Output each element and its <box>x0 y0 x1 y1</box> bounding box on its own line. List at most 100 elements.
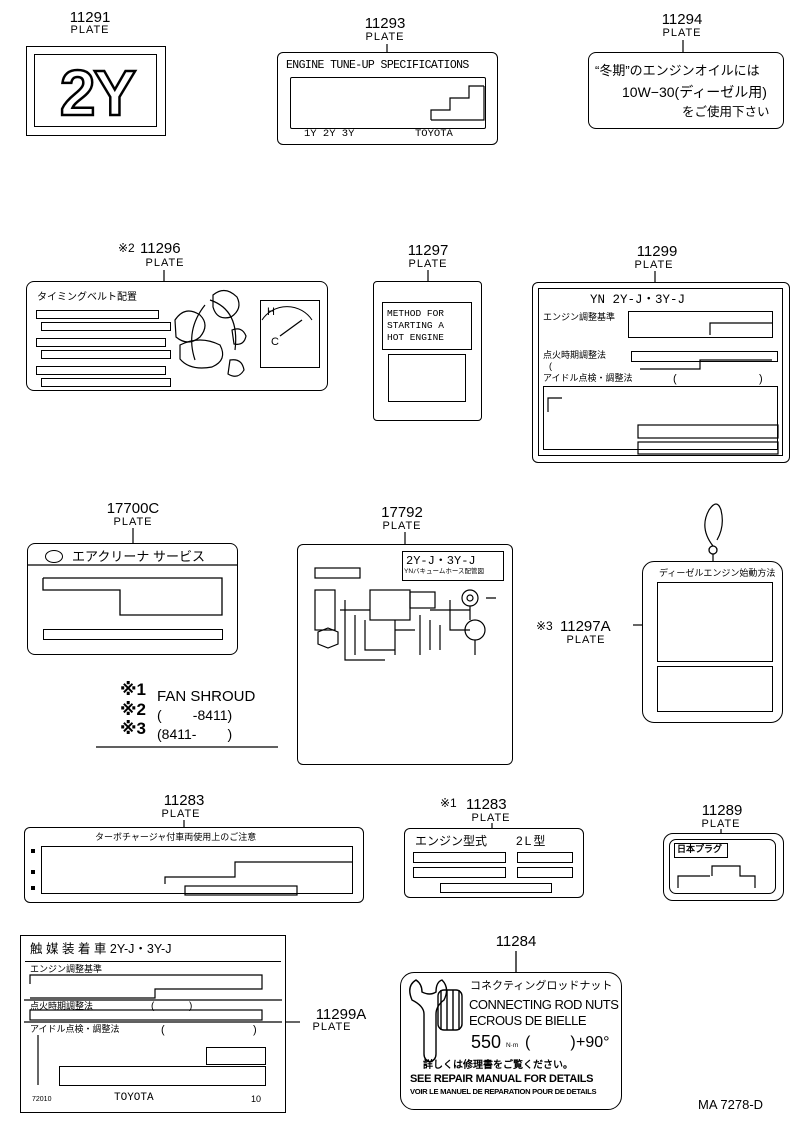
plate-11299-step-1 <box>709 322 772 335</box>
plate-11299A-row3-box-2 <box>59 1066 266 1086</box>
plate-11299-row3-paren-open: ( <box>673 373 677 385</box>
plate-17792-subtitle: YNバキュームホース配管図 <box>404 568 485 575</box>
plate-11296-gauge-arc <box>261 306 313 321</box>
plate-17792-title: 2Y-J・3Y-J <box>406 554 476 568</box>
plate-11299A-row2-box <box>29 1009 263 1021</box>
plate-11296-bar-3 <box>36 338 166 347</box>
plate-11297-blank-panel <box>388 354 466 402</box>
plate-11299A-row2: 点火時期調整法 <box>30 1001 94 1011</box>
part-number-11299: 11299 <box>636 243 678 260</box>
plate-11296-gauge-needle <box>279 319 303 337</box>
part-label-11296: PLATE <box>145 257 185 269</box>
plate-11299-row2: 点火時期調整法 <box>543 350 607 360</box>
plate-11283-a-step <box>164 861 352 884</box>
plate-11296-belt-drawing <box>174 289 247 377</box>
plate-11297-line1: METHOD FOR <box>387 308 445 319</box>
plate-11283-b-box-2 <box>517 852 573 863</box>
plate-11299A-row1: エンジン調整基準 <box>30 964 103 974</box>
plate-11294-line1: “冬期”のエンジンオイルには <box>595 63 760 78</box>
plate-11284-paren: ( ) <box>525 1034 576 1051</box>
plate-11299A-row1-box <box>29 974 263 999</box>
part-label-11283-b: PLATE <box>471 812 511 824</box>
plate-11299-row2-paren-open: ( <box>549 361 552 371</box>
part-label-11283-a: PLATE <box>161 808 201 820</box>
plate-17700C-logo-icon <box>45 550 63 563</box>
plate-11299-row3: アイドル点検・調整法 <box>543 373 633 383</box>
plate-17700C-bar <box>43 629 223 640</box>
plate-11297: METHOD FOR STARTING A HOT ENGINE <box>373 281 482 421</box>
plate-11291: 2Y <box>26 46 166 136</box>
part-label-11297A: PLATE <box>566 634 606 646</box>
plate-11296: タイミングベルト配置 H C <box>26 281 328 391</box>
plate-11294-line3: をご使用下さい <box>682 105 770 119</box>
plate-11299-step-4 <box>637 424 779 439</box>
part-number-11294: 11294 <box>661 11 703 28</box>
plate-11297A-grommet <box>708 545 718 555</box>
plate-11291-inner <box>34 54 157 127</box>
part-number-11293: 11293 <box>364 15 406 32</box>
part-label-11291: PLATE <box>70 24 110 36</box>
part-number-17792: 17792 <box>381 504 423 521</box>
plate-11294-line2: 10W−30(ディーゼル用) <box>622 84 767 100</box>
drawing-code: MA 7278-D <box>698 1097 764 1112</box>
plate-11299-row1-box <box>628 311 773 338</box>
part-label-11294: PLATE <box>662 27 702 39</box>
part-number-11283-a: 11283 <box>163 792 205 809</box>
plate-11299A-row3-paren-open: ( <box>161 1024 165 1036</box>
part-number-11297A: 11297A <box>560 618 611 635</box>
ref-mark-11297A: ※3 <box>536 619 553 633</box>
plate-11289-title: 日本プラグ <box>677 844 723 854</box>
plate-11284: コネクティングロッドナット CONNECTING ROD NUTS ECROUS… <box>400 972 622 1110</box>
plate-11299A-rev: 10 <box>251 1094 262 1104</box>
plate-17792: 2Y-J・3Y-J YNバキュームホース配管図 <box>297 544 513 765</box>
plate-11297A: ディーゼルエンジン始動方法 <box>642 561 783 723</box>
part-label-11297: PLATE <box>408 258 448 270</box>
plate-11284-note-jp: 詳しくは修理書をご覧ください。 <box>423 1060 573 1071</box>
part-label-11289: PLATE <box>701 818 741 830</box>
plate-11297-line2: STARTING A <box>387 320 445 331</box>
plate-11299-title: YN 2Y-J・3Y-J <box>590 293 686 307</box>
plate-11299-row3-paren-close: ) <box>759 373 763 385</box>
plate-11293-stair-chart-frame <box>431 86 485 121</box>
plate-11299A-code: 72010 <box>32 1096 52 1103</box>
plate-11284-jp: コネクティングロッドナット <box>470 980 613 992</box>
note-2-mark: ※2 <box>120 700 146 719</box>
part-number-11283-b: 11283 <box>466 796 507 813</box>
part-number-11289: 11289 <box>701 802 743 819</box>
plate-11284-torque: 550 <box>471 1032 502 1052</box>
plate-11299-step-2 <box>640 359 772 370</box>
part-number-11284: 11284 <box>495 933 537 950</box>
part-number-17700C: 17700C <box>106 500 160 517</box>
plate-11283-b-model: 2L型 <box>516 834 548 848</box>
part-label-11299: PLATE <box>634 259 674 271</box>
plate-11296-gauge-c: C <box>271 336 279 348</box>
plate-11299-row1: エンジン調整基準 <box>543 312 616 322</box>
note-2-text: ( -8411) <box>157 707 233 723</box>
plate-11283-a-bullet-3 <box>31 886 35 890</box>
plate-11293-stair-chart <box>430 85 484 120</box>
plate-11291-text: 2Y <box>59 57 138 129</box>
plate-11299A-brand: TOYOTA <box>114 1092 154 1104</box>
plate-11297A-title: ディーゼルエンジン始動方法 <box>659 568 776 578</box>
plate-11284-unit: N·m <box>506 1042 519 1049</box>
plate-11296-gauge <box>260 300 320 368</box>
plate-11297A-panel-top <box>657 582 773 662</box>
plate-11283-b-box-4 <box>517 867 573 878</box>
plate-11283-a-bar <box>184 885 298 896</box>
plate-11299A-row3-box <box>206 1047 266 1065</box>
plate-11293-title: ENGINE TUNE-UP SPECIFICATIONS <box>286 59 469 72</box>
part-label-17700C: PLATE <box>113 516 153 528</box>
plate-11293-engines: 1Y 2Y 3Y <box>304 128 355 140</box>
plate-11283-b-title: エンジン型式 <box>415 834 488 848</box>
ref-mark-11283-b: ※1 <box>440 796 457 810</box>
plate-11299-step-5 <box>637 441 779 455</box>
plate-11297A-string <box>704 503 723 561</box>
plate-11299A: 触 媒 装 着 車 2Y-J・3Y-J エンジン調整基準 点火時期調整法 ( )… <box>20 935 286 1113</box>
plate-11283-b-box-3 <box>413 867 506 878</box>
plate-11293-brand: TOYOTA <box>415 128 453 140</box>
plate-17700C: エアクリーナ サービス <box>27 543 238 655</box>
plate-17792-vacuum-diagram <box>314 567 496 661</box>
plate-11299A-row3-paren-close: ) <box>253 1024 257 1036</box>
plate-11299A-divider <box>25 961 281 963</box>
